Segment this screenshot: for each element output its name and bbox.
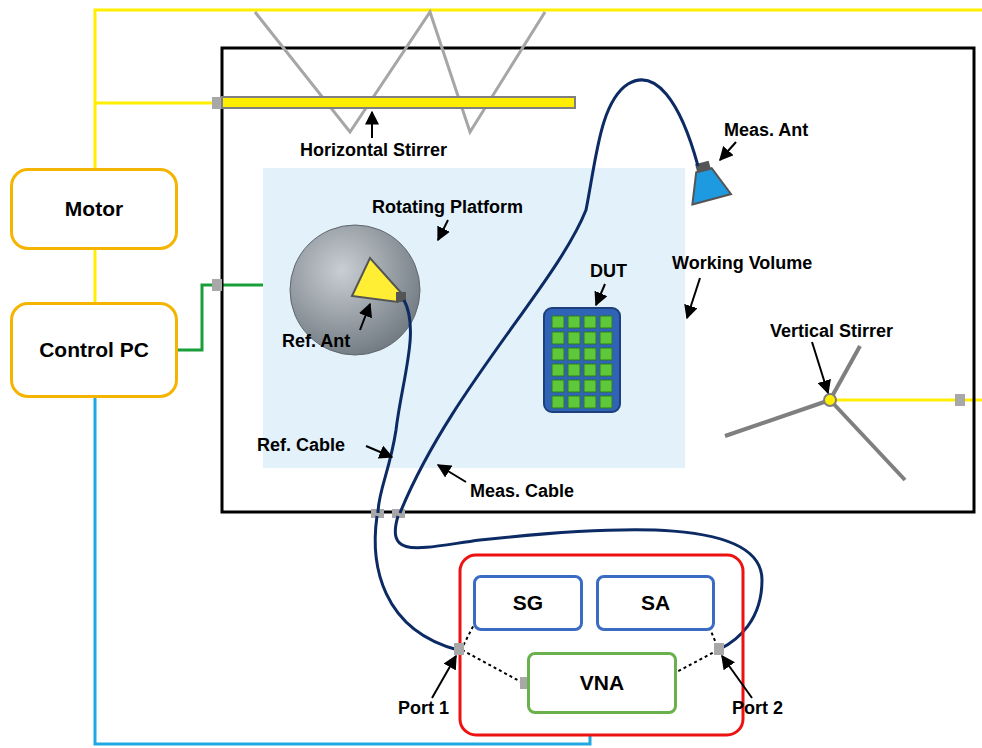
stirrer-shaft	[222, 97, 575, 108]
callout-label: Meas. Cable	[470, 480, 574, 502]
node-label: Control PC	[39, 338, 149, 362]
callout-label: Rotating Platform	[372, 196, 523, 218]
measurement-antenna	[683, 157, 731, 204]
dut-element	[552, 396, 564, 408]
dut-element	[584, 348, 596, 360]
working-volume	[263, 168, 685, 468]
dut-element	[552, 316, 564, 328]
dut-array	[544, 308, 620, 412]
dut-element	[552, 348, 564, 360]
dut-elements	[552, 316, 612, 408]
vertical-stirrer	[725, 346, 905, 480]
callout-label: Port 1	[398, 697, 449, 719]
chamber-wall	[222, 48, 974, 512]
stirrer-paddle	[255, 12, 545, 132]
dut-element	[552, 332, 564, 344]
instrument-box: SG	[473, 575, 583, 631]
dut-element	[552, 380, 564, 392]
dut-element	[584, 332, 596, 344]
instrument-rack	[460, 555, 743, 735]
dut-element	[600, 396, 612, 408]
control-pc-box: Control PC	[10, 302, 178, 398]
callout-label: Meas. Ant	[724, 119, 808, 141]
callout-label: DUT	[590, 260, 627, 282]
dut-element	[584, 316, 596, 328]
dut-element	[568, 348, 580, 360]
callout-label: Ref. Cable	[257, 434, 345, 456]
instrument-box: SA	[596, 575, 715, 631]
node-label: SA	[641, 591, 670, 615]
node-label: Motor	[65, 197, 123, 221]
callout-label: Vertical Stirrer	[770, 320, 893, 342]
motor-box: Motor	[10, 168, 178, 250]
dut-element	[600, 332, 612, 344]
dut-element	[568, 332, 580, 344]
dut-element	[552, 364, 564, 376]
callout-label: Working Volume	[672, 252, 812, 274]
dut-element	[568, 316, 580, 328]
dut-element	[600, 364, 612, 376]
callout-label: Horizontal Stirrer	[300, 139, 447, 161]
dut-element	[584, 380, 596, 392]
callout-label: Port 2	[732, 697, 783, 719]
callout-label: Ref. Ant	[282, 330, 350, 352]
dut-element	[584, 364, 596, 376]
dut-element	[600, 380, 612, 392]
motor-control-wire	[94, 250, 97, 302]
dut-element	[584, 396, 596, 408]
dut-element	[568, 380, 580, 392]
dut-element	[568, 364, 580, 376]
dut-element	[600, 316, 612, 328]
dut-element	[600, 348, 612, 360]
instrument-box: VNA	[527, 652, 677, 714]
stirrer-hub	[824, 394, 836, 406]
rf-cable	[375, 80, 762, 650]
node-label: VNA	[580, 671, 624, 695]
wall-connector	[212, 97, 965, 518]
dut-element	[568, 396, 580, 408]
leader-arrow	[360, 112, 828, 698]
node-label: SG	[513, 591, 543, 615]
